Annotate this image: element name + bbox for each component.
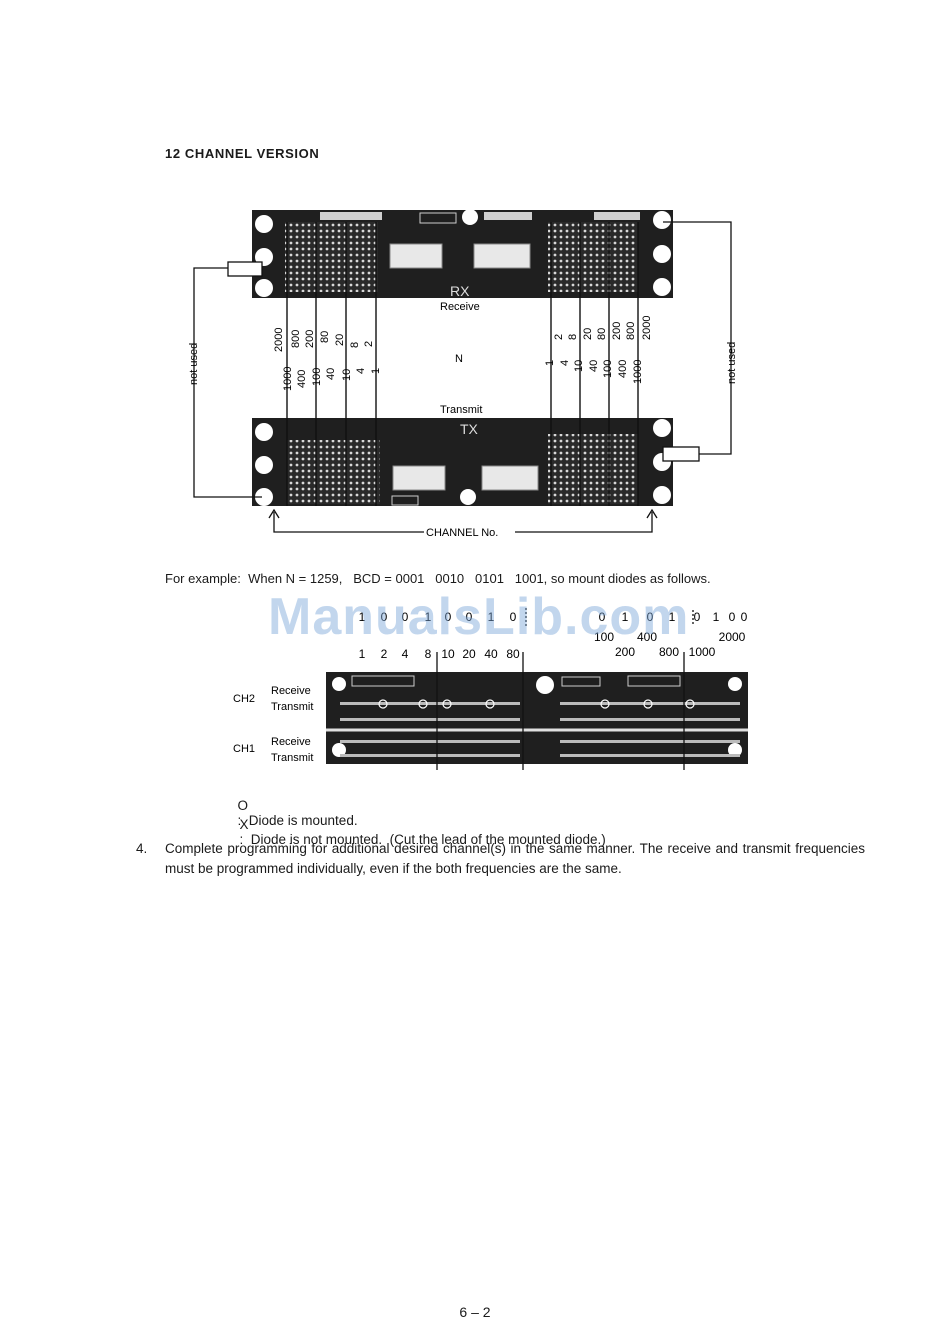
weight-label: 40 bbox=[588, 360, 600, 372]
not-used-right: not used bbox=[726, 342, 738, 384]
diode-state: 0 bbox=[445, 610, 452, 624]
weight-label: 10 bbox=[573, 360, 585, 372]
ch2-label: CH2 bbox=[233, 693, 255, 705]
n-label: N bbox=[455, 353, 463, 365]
channel-board-diagram: RX Receive TX Transmit N not u bbox=[188, 209, 738, 539]
diode-state: 0 bbox=[694, 610, 701, 624]
weight-label: 800 bbox=[659, 645, 679, 659]
not-used-left: not used bbox=[188, 343, 200, 385]
legend-text: : Diode is not mounted. (Cut the lead of… bbox=[239, 832, 606, 847]
weight-label: 200 bbox=[615, 645, 635, 659]
weight-label: 20 bbox=[334, 334, 346, 346]
weight-label: 2000 bbox=[273, 328, 285, 352]
bus-lines bbox=[286, 222, 639, 506]
weight-label: 4 bbox=[355, 368, 367, 374]
diode-state: 0 bbox=[599, 610, 606, 624]
rx-board: RX bbox=[252, 209, 673, 299]
weight-label: 2 bbox=[363, 341, 375, 347]
weight-label: 4 bbox=[559, 360, 571, 366]
tx-board-label: TX bbox=[460, 421, 479, 437]
legend-mounted: O : Diode is mounted. bbox=[230, 783, 358, 828]
ch1-label: CH1 bbox=[233, 743, 255, 755]
weight-label: 200 bbox=[304, 330, 316, 348]
weight-label: 100 bbox=[602, 360, 614, 378]
legend-text: : Diode is mounted. bbox=[237, 813, 358, 828]
weight-label: 8 bbox=[425, 647, 432, 661]
diode-state: 1 bbox=[622, 610, 629, 624]
weight-label: 4 bbox=[402, 647, 409, 661]
legend-symbol: X bbox=[239, 817, 249, 832]
weight-label: 400 bbox=[296, 370, 308, 388]
weight-label: 100 bbox=[311, 368, 323, 386]
weight-label: 10 bbox=[441, 647, 455, 661]
weight-label: 8 bbox=[567, 334, 579, 340]
watermark-logo: ManualsLib.com bbox=[268, 588, 690, 646]
diode-example-diagram: 1 0 0 1 0 0 1 0 0 1 0 1 0 1 0 0 1 2 4 8 … bbox=[233, 608, 748, 770]
weight-label: 80 bbox=[319, 331, 331, 343]
weight-label: 2000 bbox=[641, 316, 653, 340]
channel-no-label: CHANNEL No. bbox=[426, 527, 498, 539]
weight-label: 20 bbox=[462, 647, 476, 661]
weight-label: 1000 bbox=[689, 645, 716, 659]
diode-state: 0 bbox=[381, 610, 388, 624]
weight-label: 1 bbox=[359, 647, 366, 661]
diode-state: 0 bbox=[510, 610, 517, 624]
weight-label: 2 bbox=[553, 334, 565, 340]
diode-state: 0 bbox=[741, 610, 748, 624]
diode-state: 1 bbox=[488, 610, 495, 624]
weight-label: 80 bbox=[506, 647, 520, 661]
ch2-transmit-label: Transmit bbox=[271, 701, 313, 713]
weight-label: 40 bbox=[325, 368, 337, 380]
diode-state: 0 bbox=[402, 610, 409, 624]
channel-no-arrow bbox=[268, 508, 658, 533]
weight-label: 20 bbox=[582, 328, 594, 340]
weight-label: 1000 bbox=[282, 367, 294, 391]
diode-state: 1 bbox=[713, 610, 720, 624]
diode-state: 1 bbox=[425, 610, 432, 624]
weight-label: 2000 bbox=[719, 630, 746, 644]
diode-state: 0 bbox=[647, 610, 654, 624]
diode-state: 0 bbox=[466, 610, 473, 624]
weight-label: 200 bbox=[611, 322, 623, 340]
weight-label: 100 bbox=[594, 630, 614, 644]
receive-caption: Receive bbox=[440, 301, 480, 313]
diode-state: 1 bbox=[359, 610, 366, 624]
weight-label: 800 bbox=[625, 322, 637, 340]
ch1-receive-label: Receive bbox=[271, 736, 311, 748]
weight-label: 400 bbox=[617, 360, 629, 378]
weight-label: 400 bbox=[637, 630, 657, 644]
rx-board-label: RX bbox=[450, 283, 470, 299]
weight-label: 1 bbox=[544, 360, 556, 366]
weight-label: 800 bbox=[290, 330, 302, 348]
weight-label: 80 bbox=[596, 328, 608, 340]
weight-label: 1 bbox=[370, 368, 382, 374]
ch1-transmit-label: Transmit bbox=[271, 752, 313, 764]
example-text: For example: When N = 1259, BCD = 0001 0… bbox=[165, 571, 711, 586]
step-number: 4. bbox=[136, 841, 148, 856]
weight-label: 2 bbox=[381, 647, 388, 661]
weight-label: 10 bbox=[341, 369, 353, 381]
weight-label: 1000 bbox=[632, 360, 644, 384]
ch2-receive-label: Receive bbox=[271, 685, 311, 697]
weight-label: 40 bbox=[484, 647, 498, 661]
section-heading: 12 CHANNEL VERSION bbox=[165, 146, 320, 161]
weight-label: 8 bbox=[349, 342, 361, 348]
not-used-brackets bbox=[193, 221, 732, 498]
legend-not-mounted: X : Diode is not mounted. (Cut the lead … bbox=[232, 802, 606, 847]
tx-board: TX bbox=[252, 418, 673, 506]
legend-symbol: O bbox=[237, 798, 249, 813]
page-number: 6 – 2 bbox=[459, 1304, 491, 1320]
diode-state: 1 bbox=[669, 610, 676, 624]
two-channel-board bbox=[326, 672, 748, 764]
diode-state: 0 bbox=[729, 610, 736, 624]
transmit-caption: Transmit bbox=[440, 404, 482, 416]
step-text: Complete programming for additional desi… bbox=[165, 841, 865, 876]
